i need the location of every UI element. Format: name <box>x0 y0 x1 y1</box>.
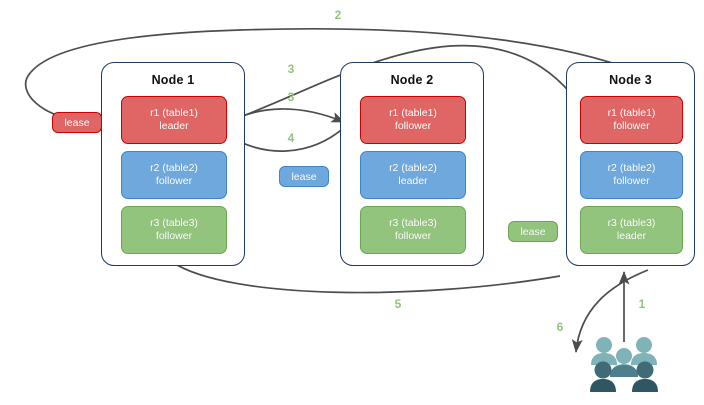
lease-label: lease <box>291 170 317 183</box>
replica-r2[interactable]: r2 (table2) follower <box>580 151 683 199</box>
step-label-3-lower: 3 <box>287 90 295 104</box>
step-label-4: 4 <box>287 131 295 145</box>
node-title: Node 2 <box>390 73 434 87</box>
arrow-step-5 <box>171 261 561 294</box>
replica-role: follower <box>394 120 432 132</box>
replica-r3[interactable]: r3 (table3) leader <box>580 206 683 254</box>
replica-role: follower <box>155 230 193 242</box>
replica-name: r2 (table2) <box>389 162 437 174</box>
replica-r1[interactable]: r1 (table1) leader <box>121 96 227 144</box>
replica-role: leader <box>398 175 428 187</box>
replica-name: r2 (table2) <box>150 162 198 174</box>
step-label-2: 2 <box>334 8 342 22</box>
replica-role: leader <box>159 120 189 132</box>
replica-name: r3 (table3) <box>389 217 437 229</box>
replica-name: r1 (table1) <box>150 107 198 119</box>
replica-role: leader <box>616 230 647 242</box>
step-label-1: 1 <box>638 297 646 311</box>
replica-name: r1 (table1) <box>607 107 656 119</box>
lease-badge-green[interactable]: lease <box>508 221 558 242</box>
replica-role: follower <box>613 120 650 132</box>
arrow-step-6 <box>571 269 649 354</box>
step-label-3-upper: 3 <box>287 62 295 76</box>
lease-label: lease <box>64 116 90 129</box>
replica-r3[interactable]: r3 (table3) follower <box>360 206 466 254</box>
replica-role: follower <box>613 175 650 187</box>
replica-r2[interactable]: r2 (table2) leader <box>360 151 466 199</box>
replica-name: r1 (table1) <box>389 107 437 119</box>
node-card-3: Node 3 r1 (table1) follower r2 (table2) … <box>566 62 695 266</box>
lease-badge-red[interactable]: lease <box>52 112 102 133</box>
node-card-1: Node 1 r1 (table1) leader r2 (table2) fo… <box>101 62 245 266</box>
lease-badge-blue[interactable]: lease <box>279 166 329 187</box>
node-title: Node 3 <box>609 73 652 87</box>
replica-r1[interactable]: r1 (table1) follower <box>580 96 683 144</box>
replica-name: r3 (table3) <box>150 217 198 229</box>
node-title: Node 1 <box>151 73 195 87</box>
node-card-2: Node 2 r1 (table1) follower r2 (table2) … <box>340 62 484 266</box>
step-label-6: 6 <box>556 320 564 334</box>
step-label-5: 5 <box>394 297 402 311</box>
replica-r1[interactable]: r1 (table1) follower <box>360 96 466 144</box>
users-icon <box>588 334 660 396</box>
replica-r3[interactable]: r3 (table3) follower <box>121 206 227 254</box>
replica-role: follower <box>155 175 193 187</box>
arrow-step-2 <box>24 27 693 127</box>
replica-role: follower <box>394 230 432 242</box>
replica-name: r2 (table2) <box>607 162 656 174</box>
replica-name: r3 (table3) <box>607 217 656 229</box>
replica-r2[interactable]: r2 (table2) follower <box>121 151 227 199</box>
arrow-step-3-to-node3 <box>221 44 590 125</box>
lease-label: lease <box>520 225 546 238</box>
